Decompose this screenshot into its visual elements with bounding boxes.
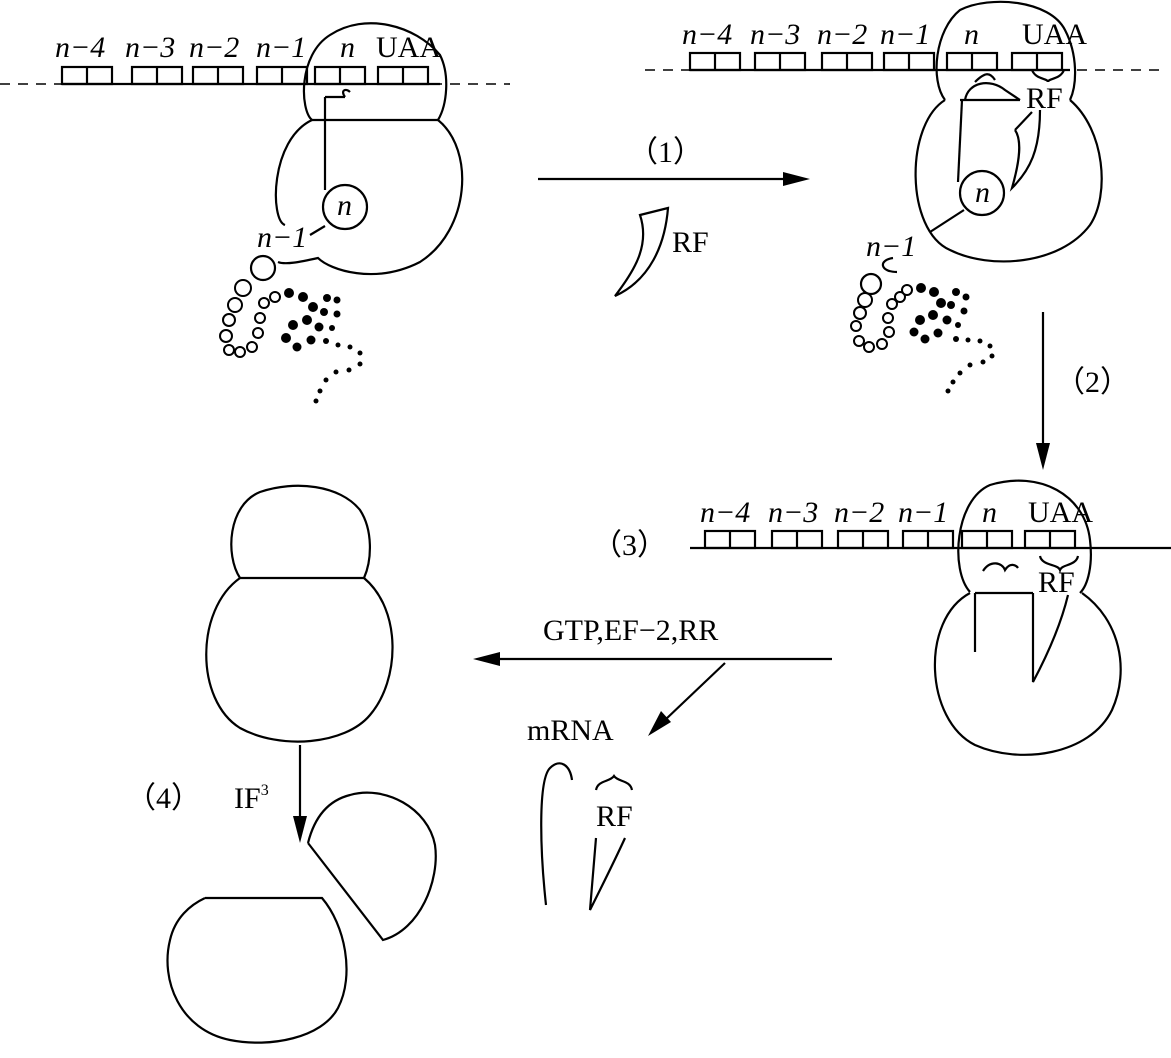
released-rf-label: RF: [596, 800, 633, 833]
small-subunit: [957, 479, 1092, 594]
release-factor-label: RF: [672, 226, 709, 259]
large-subunit: [205, 577, 394, 743]
codon-label-n-minus-2: n−2: [817, 18, 867, 51]
panel-4-ribosome-dissociation: （4） IF3: [126, 484, 437, 1044]
rf-brace: [1030, 69, 1066, 83]
amino-acid-n-minus-1-label: n−1: [257, 221, 307, 254]
step-2-label: （2）: [1055, 366, 1130, 399]
panel-3-peptide-released: n−4 n−3 n−2 n−1 n UAA （3） RF: [592, 479, 1171, 756]
codon-label-n-minus-2: n−2: [189, 31, 239, 64]
codon-label-n-minus-4: n−4: [682, 18, 732, 51]
small-subunit-dissociated: [306, 791, 437, 942]
small-subunit: [935, 0, 1077, 101]
if3-label: IF3: [234, 782, 269, 815]
codon-boxes: [688, 51, 1064, 72]
step-1-arrow-group: （1） RF: [538, 136, 810, 298]
codon-boxes: [60, 65, 430, 86]
small-subunit: [230, 484, 372, 579]
large-subunit: [274, 119, 464, 276]
panel-2-rf-bound: n−4 n−3 n−2 n−1 n UAA RF n n−1: [645, 0, 1160, 394]
codon-label-n: n: [964, 18, 979, 51]
codon-label-n: n: [340, 31, 355, 64]
codon-label-n-minus-1: n−1: [256, 31, 306, 64]
codon-label-n-minus-3: n−3: [750, 18, 800, 51]
codon-label-stop: UAA: [1028, 496, 1093, 529]
amino-acid-n-label: n: [975, 176, 990, 209]
amino-acid-n-minus-1: [859, 272, 883, 296]
large-subunit: [933, 592, 1122, 756]
codon-label-n-minus-1: n−1: [898, 496, 948, 529]
codon-label-n-minus-1: n−1: [880, 18, 930, 51]
large-subunit-dissociated: [166, 896, 348, 1044]
panel-1-ribosome-with-uaa: n−4 n−3 n−2 n−1 n UAA n n−1: [0, 22, 510, 404]
codon-boxes: [703, 529, 1077, 550]
codon-label-stop: UAA: [1022, 18, 1087, 51]
amino-acid-n-label: n: [337, 189, 352, 222]
polypeptide-chain: [219, 279, 363, 404]
codon-label-n-minus-3: n−3: [125, 31, 175, 64]
codon-label-n-minus-3: n−3: [768, 496, 818, 529]
amino-acid-n: [958, 169, 1006, 217]
released-mrna-strand: [540, 762, 574, 906]
step-3-factors-label: GTP,EF−2,RR: [543, 614, 718, 647]
released-mrna-label: mRNA: [527, 714, 614, 747]
step-3-arrow-group: GTP,EF−2,RR mRNA RF: [473, 614, 832, 911]
release-factor-label: RF: [1026, 82, 1063, 115]
release-branch-arrow: [664, 662, 726, 721]
large-subunit: [914, 99, 1103, 263]
codon-label-stop: UAA: [376, 31, 441, 64]
step-3-label: （3）: [592, 529, 667, 562]
rf-brace: [594, 774, 634, 791]
rf-brace: [1038, 555, 1080, 574]
small-subunit: [302, 22, 448, 121]
polypeptide-chain: [850, 283, 995, 394]
step-2-arrow-group: （2）: [1036, 312, 1130, 470]
release-factor-label: RF: [1038, 566, 1075, 599]
step-4-label: （4）: [126, 782, 201, 815]
codon-label-n-minus-4: n−4: [55, 31, 105, 64]
amino-acid-n-minus-1: [249, 254, 277, 282]
codon-label-n-minus-2: n−2: [834, 496, 884, 529]
released-rf-icon: [588, 837, 627, 911]
amino-acid-n: [321, 183, 369, 231]
release-factor-bound: [1009, 109, 1042, 192]
release-factor-bound: [1031, 593, 1070, 683]
codon-label-n: n: [982, 496, 997, 529]
release-factor-icon: [614, 206, 670, 298]
codon-label-n-minus-4: n−4: [700, 496, 750, 529]
step-1-label: （1）: [628, 136, 703, 169]
